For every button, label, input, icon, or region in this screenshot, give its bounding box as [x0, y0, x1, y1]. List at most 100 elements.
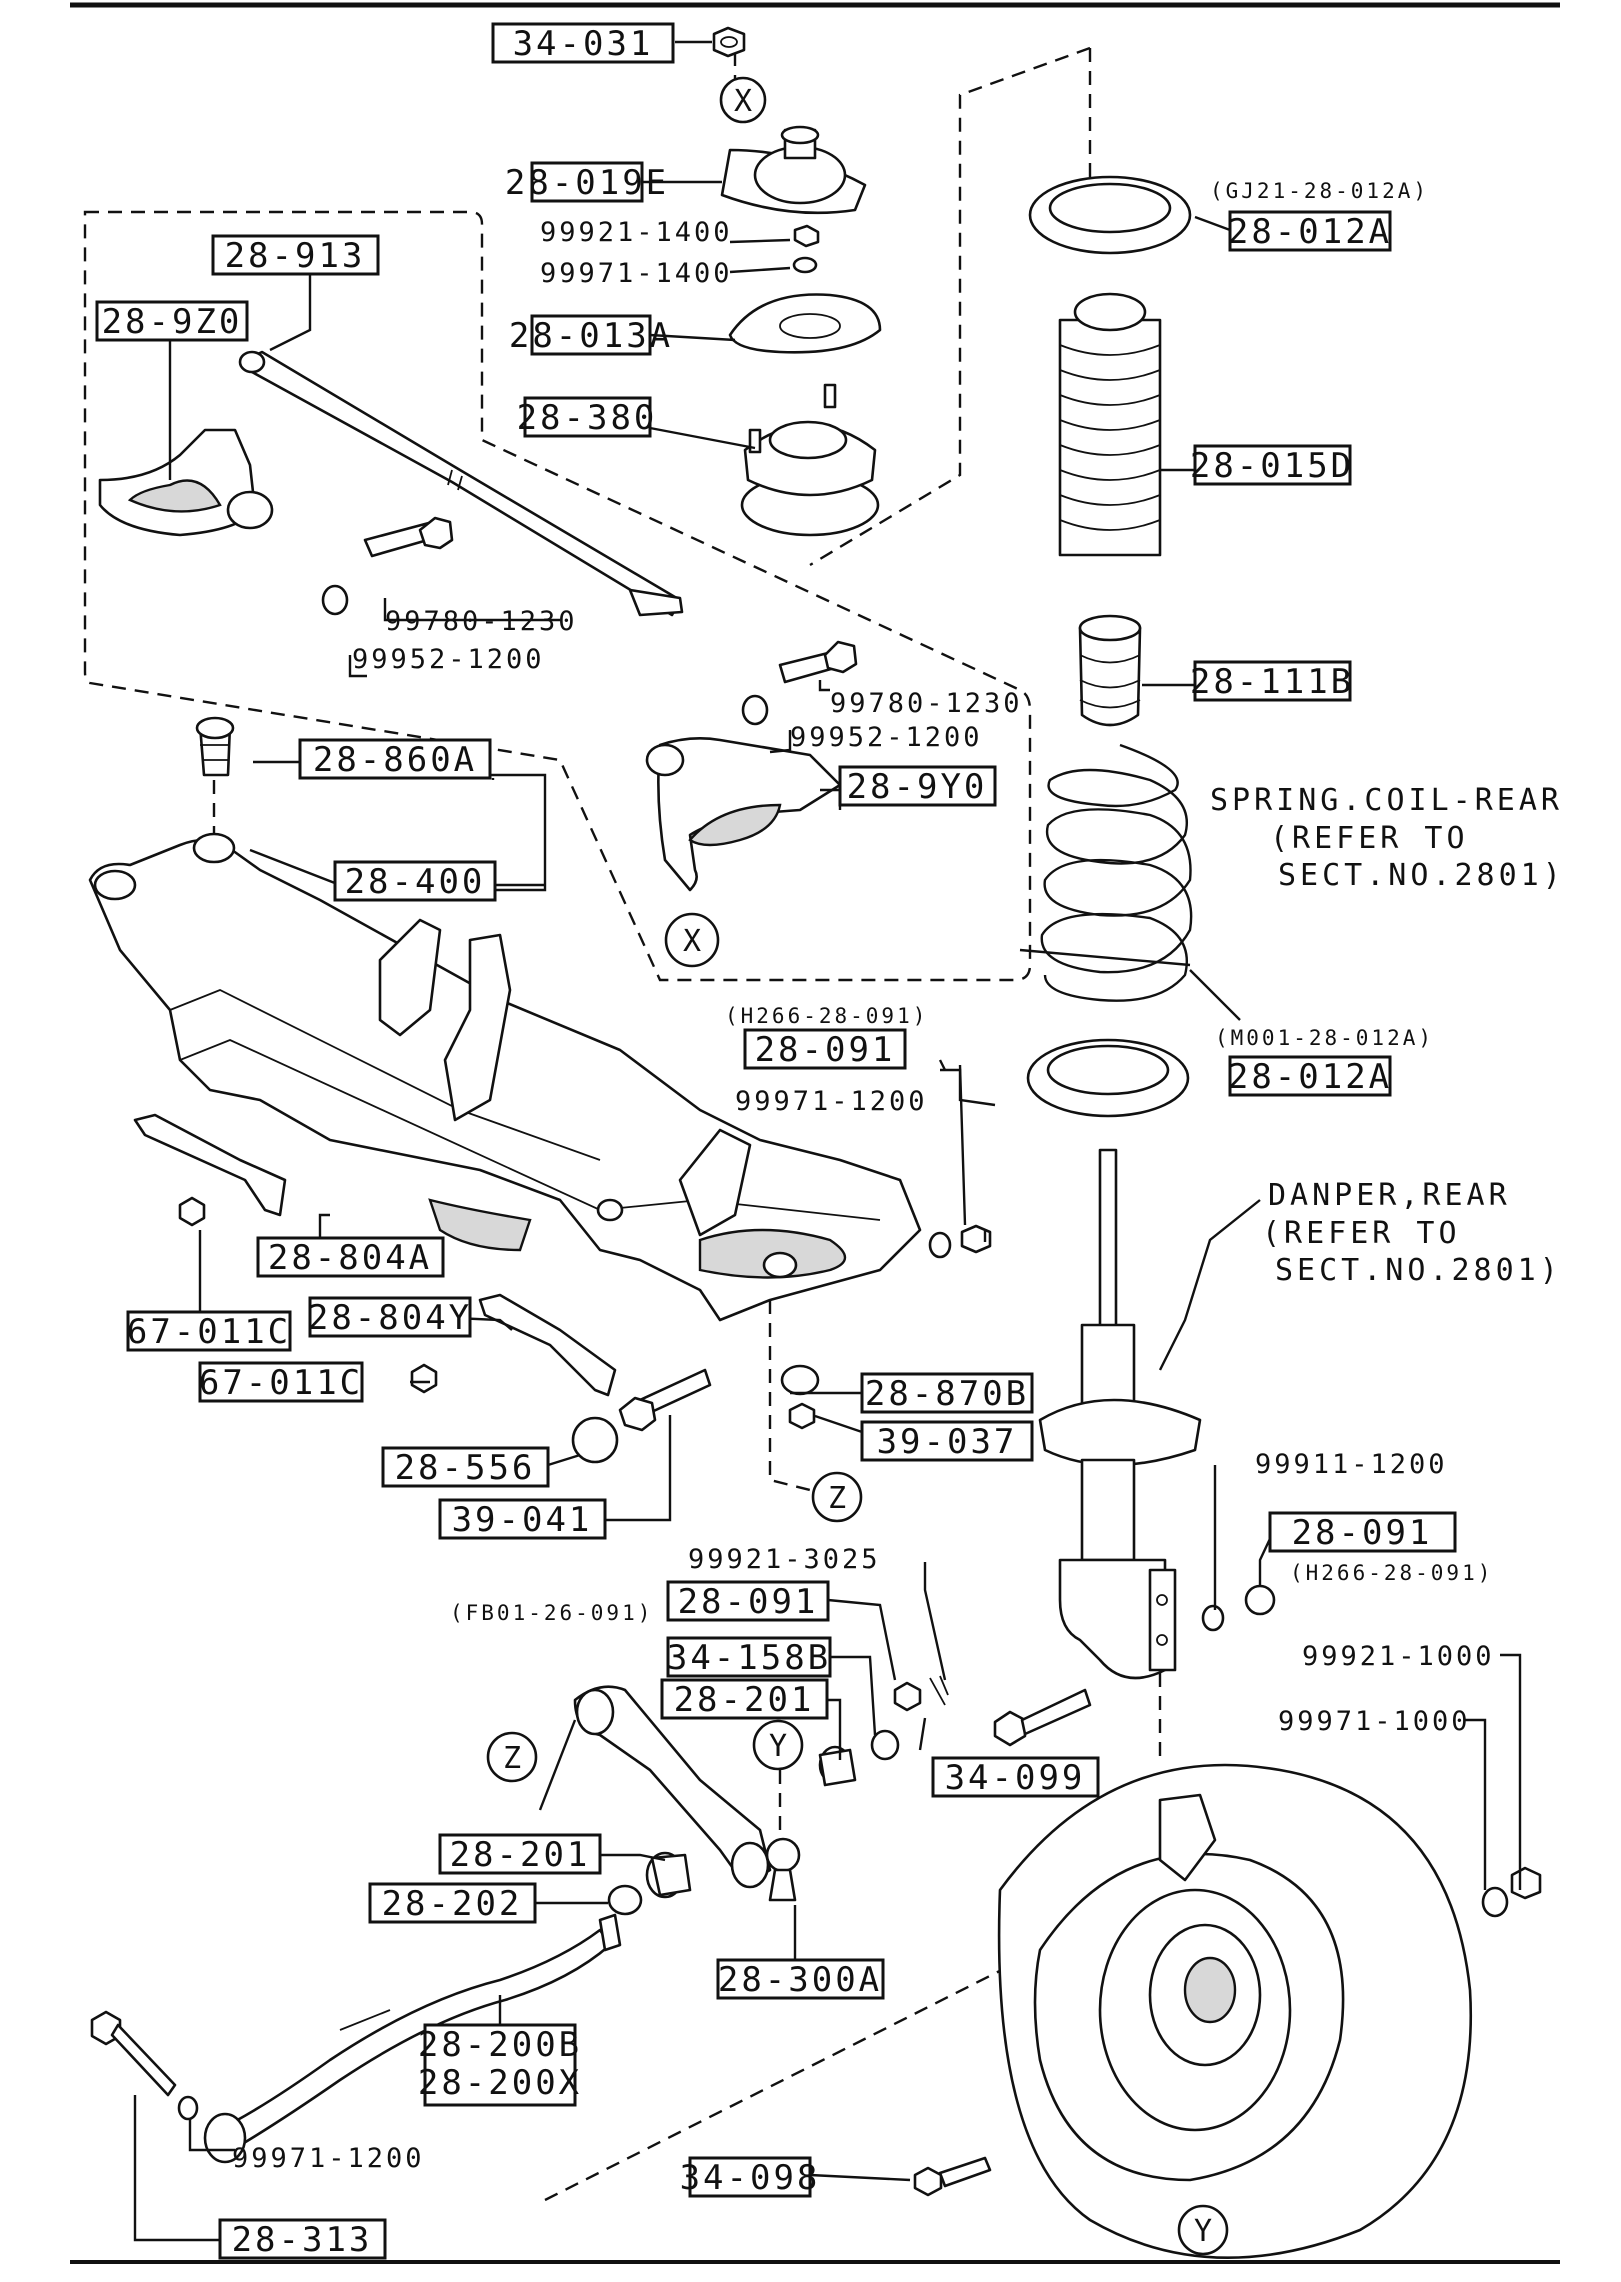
- label-28-015D[interactable]: 28-015D: [1190, 444, 1354, 486]
- label-67-011C-b[interactable]: 67-011C: [198, 1361, 364, 1403]
- svg-text:28-012A: 28-012A: [1228, 212, 1392, 252]
- svg-text:28-804Y: 28-804Y: [308, 1298, 472, 1338]
- washer-right: [741, 694, 769, 726]
- label-28-012A-bot[interactable]: 28-012A: [1228, 1055, 1392, 1097]
- ball-joint: [765, 1837, 801, 1902]
- label-99971-1000[interactable]: 99971-1000: [1278, 1706, 1471, 1737]
- bolt-left: [363, 516, 454, 558]
- label-28-201-b[interactable]: 28-201: [438, 1833, 602, 1875]
- svg-text:28-201: 28-201: [674, 1680, 815, 1720]
- label-28-200B-X[interactable]: 28-200B 28-200X: [418, 2023, 582, 2107]
- stabilizer-group-outline: [83, 210, 1032, 982]
- label-28-202[interactable]: 28-202: [368, 1882, 537, 1924]
- small-bolts: [178, 1196, 438, 1394]
- svg-text:28-201: 28-201: [450, 1835, 591, 1875]
- strut-mount-bearing: [740, 383, 880, 537]
- damper-strut: [1038, 1148, 1202, 1680]
- label-28-804Y[interactable]: 28-804Y: [308, 1296, 472, 1338]
- label-34-099[interactable]: 34-099: [931, 1756, 1100, 1798]
- svg-text:34-099: 34-099: [945, 1758, 1086, 1798]
- svg-text:28-860A: 28-860A: [313, 740, 477, 780]
- svg-text:34-098: 34-098: [680, 2158, 821, 2198]
- stabilizer-bracket-right: [645, 737, 842, 892]
- svg-text:28-9Z0: 28-9Z0: [102, 302, 243, 342]
- svg-text:Z: Z: [503, 1741, 521, 1776]
- callout-damper-2: (REFER TO: [1262, 1216, 1461, 1251]
- label-28-380[interactable]: 28-380: [517, 396, 658, 438]
- label-28-091-b[interactable]: 28-091: [1268, 1511, 1457, 1553]
- svg-text:28-019E: 28-019E: [505, 163, 669, 203]
- label-28-400[interactable]: 28-400: [333, 860, 497, 902]
- label-34-098[interactable]: 34-098: [680, 2156, 821, 2198]
- damper-washers: [1201, 1584, 1276, 1632]
- label-67-011C-a[interactable]: 67-011C: [126, 1310, 292, 1352]
- label-99971-1200-b[interactable]: 99971-1200: [232, 2143, 425, 2174]
- label-99921-3025[interactable]: 99921-3025: [688, 1544, 881, 1575]
- note-gj21: (GJ21-28-012A): [1210, 179, 1429, 203]
- label-39-041[interactable]: 39-041: [438, 1498, 607, 1540]
- callout-spring-1: SPRING.COIL-REAR: [1210, 783, 1563, 818]
- label-28-300A[interactable]: 28-300A: [716, 1958, 885, 2000]
- bolt-nut-small: [893, 1675, 949, 1712]
- label-34-031[interactable]: 34-031: [491, 22, 675, 64]
- svg-text:Z: Z: [828, 1481, 846, 1516]
- subframe-mount-bolt: [618, 1368, 712, 1432]
- callout-spring-3: SECT.NO.2801): [1278, 858, 1565, 893]
- coil-spring: [1040, 743, 1193, 1002]
- label-99952-1200-a[interactable]: 99952-1200: [352, 644, 545, 675]
- label-28-913[interactable]: 28-913: [211, 234, 380, 276]
- label-28-9Y0[interactable]: 28-9Y0: [838, 765, 997, 807]
- label-28-9Z0[interactable]: 28-9Z0: [95, 300, 249, 342]
- svg-text:28-556: 28-556: [395, 1448, 536, 1488]
- label-99911-1200[interactable]: 99911-1200: [1255, 1449, 1448, 1480]
- label-28-201-a[interactable]: 28-201: [660, 1678, 829, 1720]
- label-28-860A[interactable]: 28-860A: [298, 738, 492, 780]
- label-34-158B[interactable]: 34-158B: [666, 1636, 832, 1678]
- svg-text:28-015D: 28-015D: [1190, 446, 1354, 486]
- label-99971-1400[interactable]: 99971-1400: [540, 258, 733, 289]
- label-28-091-a[interactable]: 28-091: [743, 1028, 907, 1070]
- label-99921-1000[interactable]: 99921-1000: [1302, 1641, 1495, 1672]
- label-28-111B[interactable]: 28-111B: [1190, 660, 1354, 702]
- label-99971-1200-a[interactable]: 99971-1200: [735, 1086, 928, 1117]
- stabilizer-bar: [238, 350, 684, 617]
- marker-y-arm: Y: [752, 1719, 804, 1771]
- upper-spring-seat: [1028, 175, 1192, 255]
- svg-text:34-031: 34-031: [513, 24, 654, 64]
- svg-text:28-9Y0: 28-9Y0: [847, 767, 988, 807]
- brake-disc-wheel: [997, 1763, 1473, 2259]
- label-28-556[interactable]: 28-556: [381, 1446, 550, 1488]
- svg-text:39-041: 39-041: [452, 1500, 593, 1540]
- brace-left: [133, 1113, 287, 1217]
- label-28-012A-top[interactable]: 28-012A: [1228, 210, 1392, 252]
- svg-text:28-200X: 28-200X: [418, 2063, 582, 2103]
- svg-text:67-011C: 67-011C: [127, 1312, 291, 1352]
- label-28-019E[interactable]: 28-019E: [505, 161, 669, 203]
- label-28-091-c[interactable]: 28-091: [666, 1580, 830, 1622]
- label-28-313[interactable]: 28-313: [218, 2218, 387, 2260]
- label-28-870B[interactable]: 28-870B: [860, 1372, 1034, 1414]
- dust-boot: [1058, 292, 1162, 557]
- label-39-037[interactable]: 39-037: [860, 1420, 1034, 1462]
- label-99780-1230-a[interactable]: 99780-1230: [385, 606, 578, 637]
- label-99952-1200-b[interactable]: 99952-1200: [790, 722, 983, 753]
- label-28-804A[interactable]: 28-804A: [256, 1236, 445, 1278]
- lock-washer-small: [792, 256, 818, 274]
- callout-spring-2: (REFER TO: [1270, 821, 1469, 856]
- stabilizer-bracket-left: [98, 428, 274, 537]
- svg-text:Y: Y: [769, 1729, 787, 1764]
- label-99921-1400[interactable]: 99921-1400: [540, 217, 733, 248]
- svg-text:28-300A: 28-300A: [718, 1960, 882, 2000]
- hub-bolt: [913, 2156, 992, 2197]
- svg-text:28-202: 28-202: [382, 1884, 523, 1924]
- hub-nut-washer: [1481, 1866, 1542, 1918]
- marker-x-mid: X: [664, 912, 720, 968]
- label-99780-1230-b[interactable]: 99780-1230: [830, 688, 1023, 719]
- cap-28-556: [571, 1416, 619, 1464]
- marker-z-arm: Z: [486, 1731, 538, 1783]
- label-28-013A[interactable]: 28-013A: [509, 314, 673, 356]
- nut-washer-right: [928, 1224, 992, 1259]
- mount-group-outline: [809, 46, 1091, 567]
